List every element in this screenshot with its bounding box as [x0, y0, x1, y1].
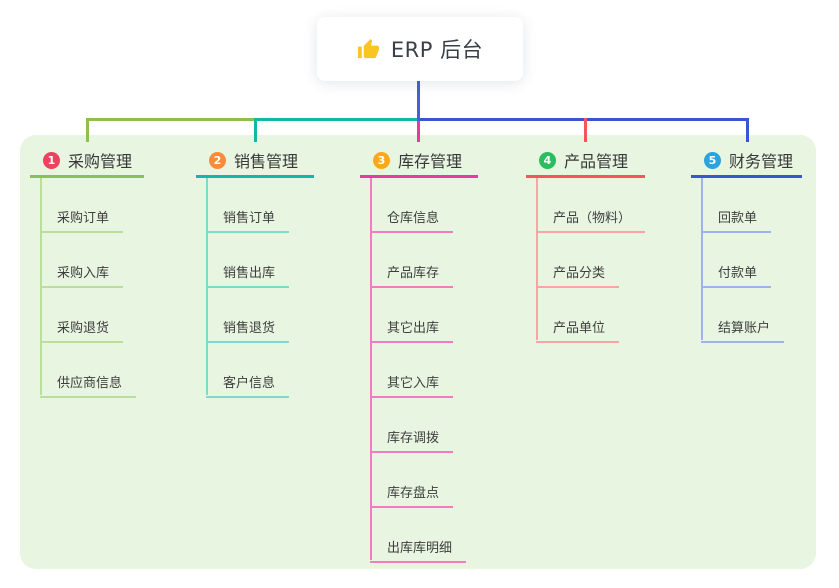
branch-2-header[interactable]: 2 销售管理	[209, 148, 298, 172]
mindmap-item[interactable]: 销售订单	[206, 207, 290, 233]
branch-number-badge: 2	[209, 151, 226, 169]
mindmap-item[interactable]: 其它入库	[370, 372, 454, 398]
branch-drop-line	[746, 118, 749, 142]
branch-number-badge: 5	[704, 151, 721, 169]
branch-underline	[526, 175, 645, 178]
mindmap-item[interactable]: 产品分类	[536, 262, 620, 288]
branch-number-badge: 3	[373, 151, 390, 169]
mindmap-item[interactable]: 其它出库	[370, 317, 454, 343]
branch-underline	[196, 175, 314, 178]
mindmap-item[interactable]: 客户信息	[206, 372, 290, 398]
branch-spine-line	[370, 178, 372, 560]
branches-panel	[20, 135, 816, 569]
branch-drop-line	[584, 118, 587, 142]
mindmap-item[interactable]: 销售出库	[206, 262, 290, 288]
branch-underline	[30, 175, 144, 178]
mindmap-item[interactable]: 供应商信息	[40, 372, 137, 398]
mindmap-item[interactable]: 销售退货	[206, 317, 290, 343]
thumbs-up-icon	[357, 38, 380, 61]
root-node[interactable]: ERP 后台	[317, 17, 523, 81]
branch-title: 库存管理	[398, 152, 463, 171]
mindmap-item[interactable]: 产品库存	[370, 262, 454, 288]
branch-number-badge: 1	[43, 151, 60, 169]
branch-drop-line	[254, 118, 257, 142]
mindmap-item[interactable]: 仓库信息	[370, 207, 454, 233]
bus-line-segment	[417, 118, 749, 121]
mindmap-item[interactable]: 采购退货	[40, 317, 124, 343]
branch-drop-line	[86, 118, 89, 142]
mindmap-item[interactable]: 出库库明细	[370, 537, 467, 563]
branch-number-badge: 4	[539, 151, 556, 169]
mindmap-item[interactable]: 付款单	[701, 262, 772, 288]
mindmap-item[interactable]: 库存盘点	[370, 482, 454, 508]
mindmap-item[interactable]: 产品（物料）	[536, 207, 646, 233]
branch-title: 销售管理	[234, 152, 299, 171]
bus-line-segment	[86, 118, 256, 121]
branch-drop-line	[417, 121, 420, 142]
branch-spine-line	[701, 178, 703, 340]
branch-title: 财务管理	[729, 152, 794, 171]
branch-title: 产品管理	[564, 152, 629, 171]
mindmap-item[interactable]: 结算账户	[701, 317, 785, 343]
mindmap-item[interactable]: 采购订单	[40, 207, 124, 233]
mindmap-item[interactable]: 产品单位	[536, 317, 620, 343]
root-connector-line	[417, 81, 420, 121]
mindmap-item[interactable]: 库存调拨	[370, 427, 454, 453]
bus-line-segment	[254, 118, 420, 121]
branch-1-header[interactable]: 1 采购管理	[43, 148, 132, 172]
branch-3-header[interactable]: 3 库存管理	[373, 148, 462, 172]
branch-underline	[691, 175, 802, 178]
branch-title: 采购管理	[68, 152, 133, 171]
branch-5-header[interactable]: 5 财务管理	[704, 148, 793, 172]
branch-underline	[360, 175, 478, 178]
root-node-label: ERP 后台	[390, 38, 484, 62]
branch-spine-line	[536, 178, 538, 340]
mindmap-item[interactable]: 回款单	[701, 207, 772, 233]
branch-4-header[interactable]: 4 产品管理	[539, 148, 628, 172]
mindmap-item[interactable]: 采购入库	[40, 262, 124, 288]
